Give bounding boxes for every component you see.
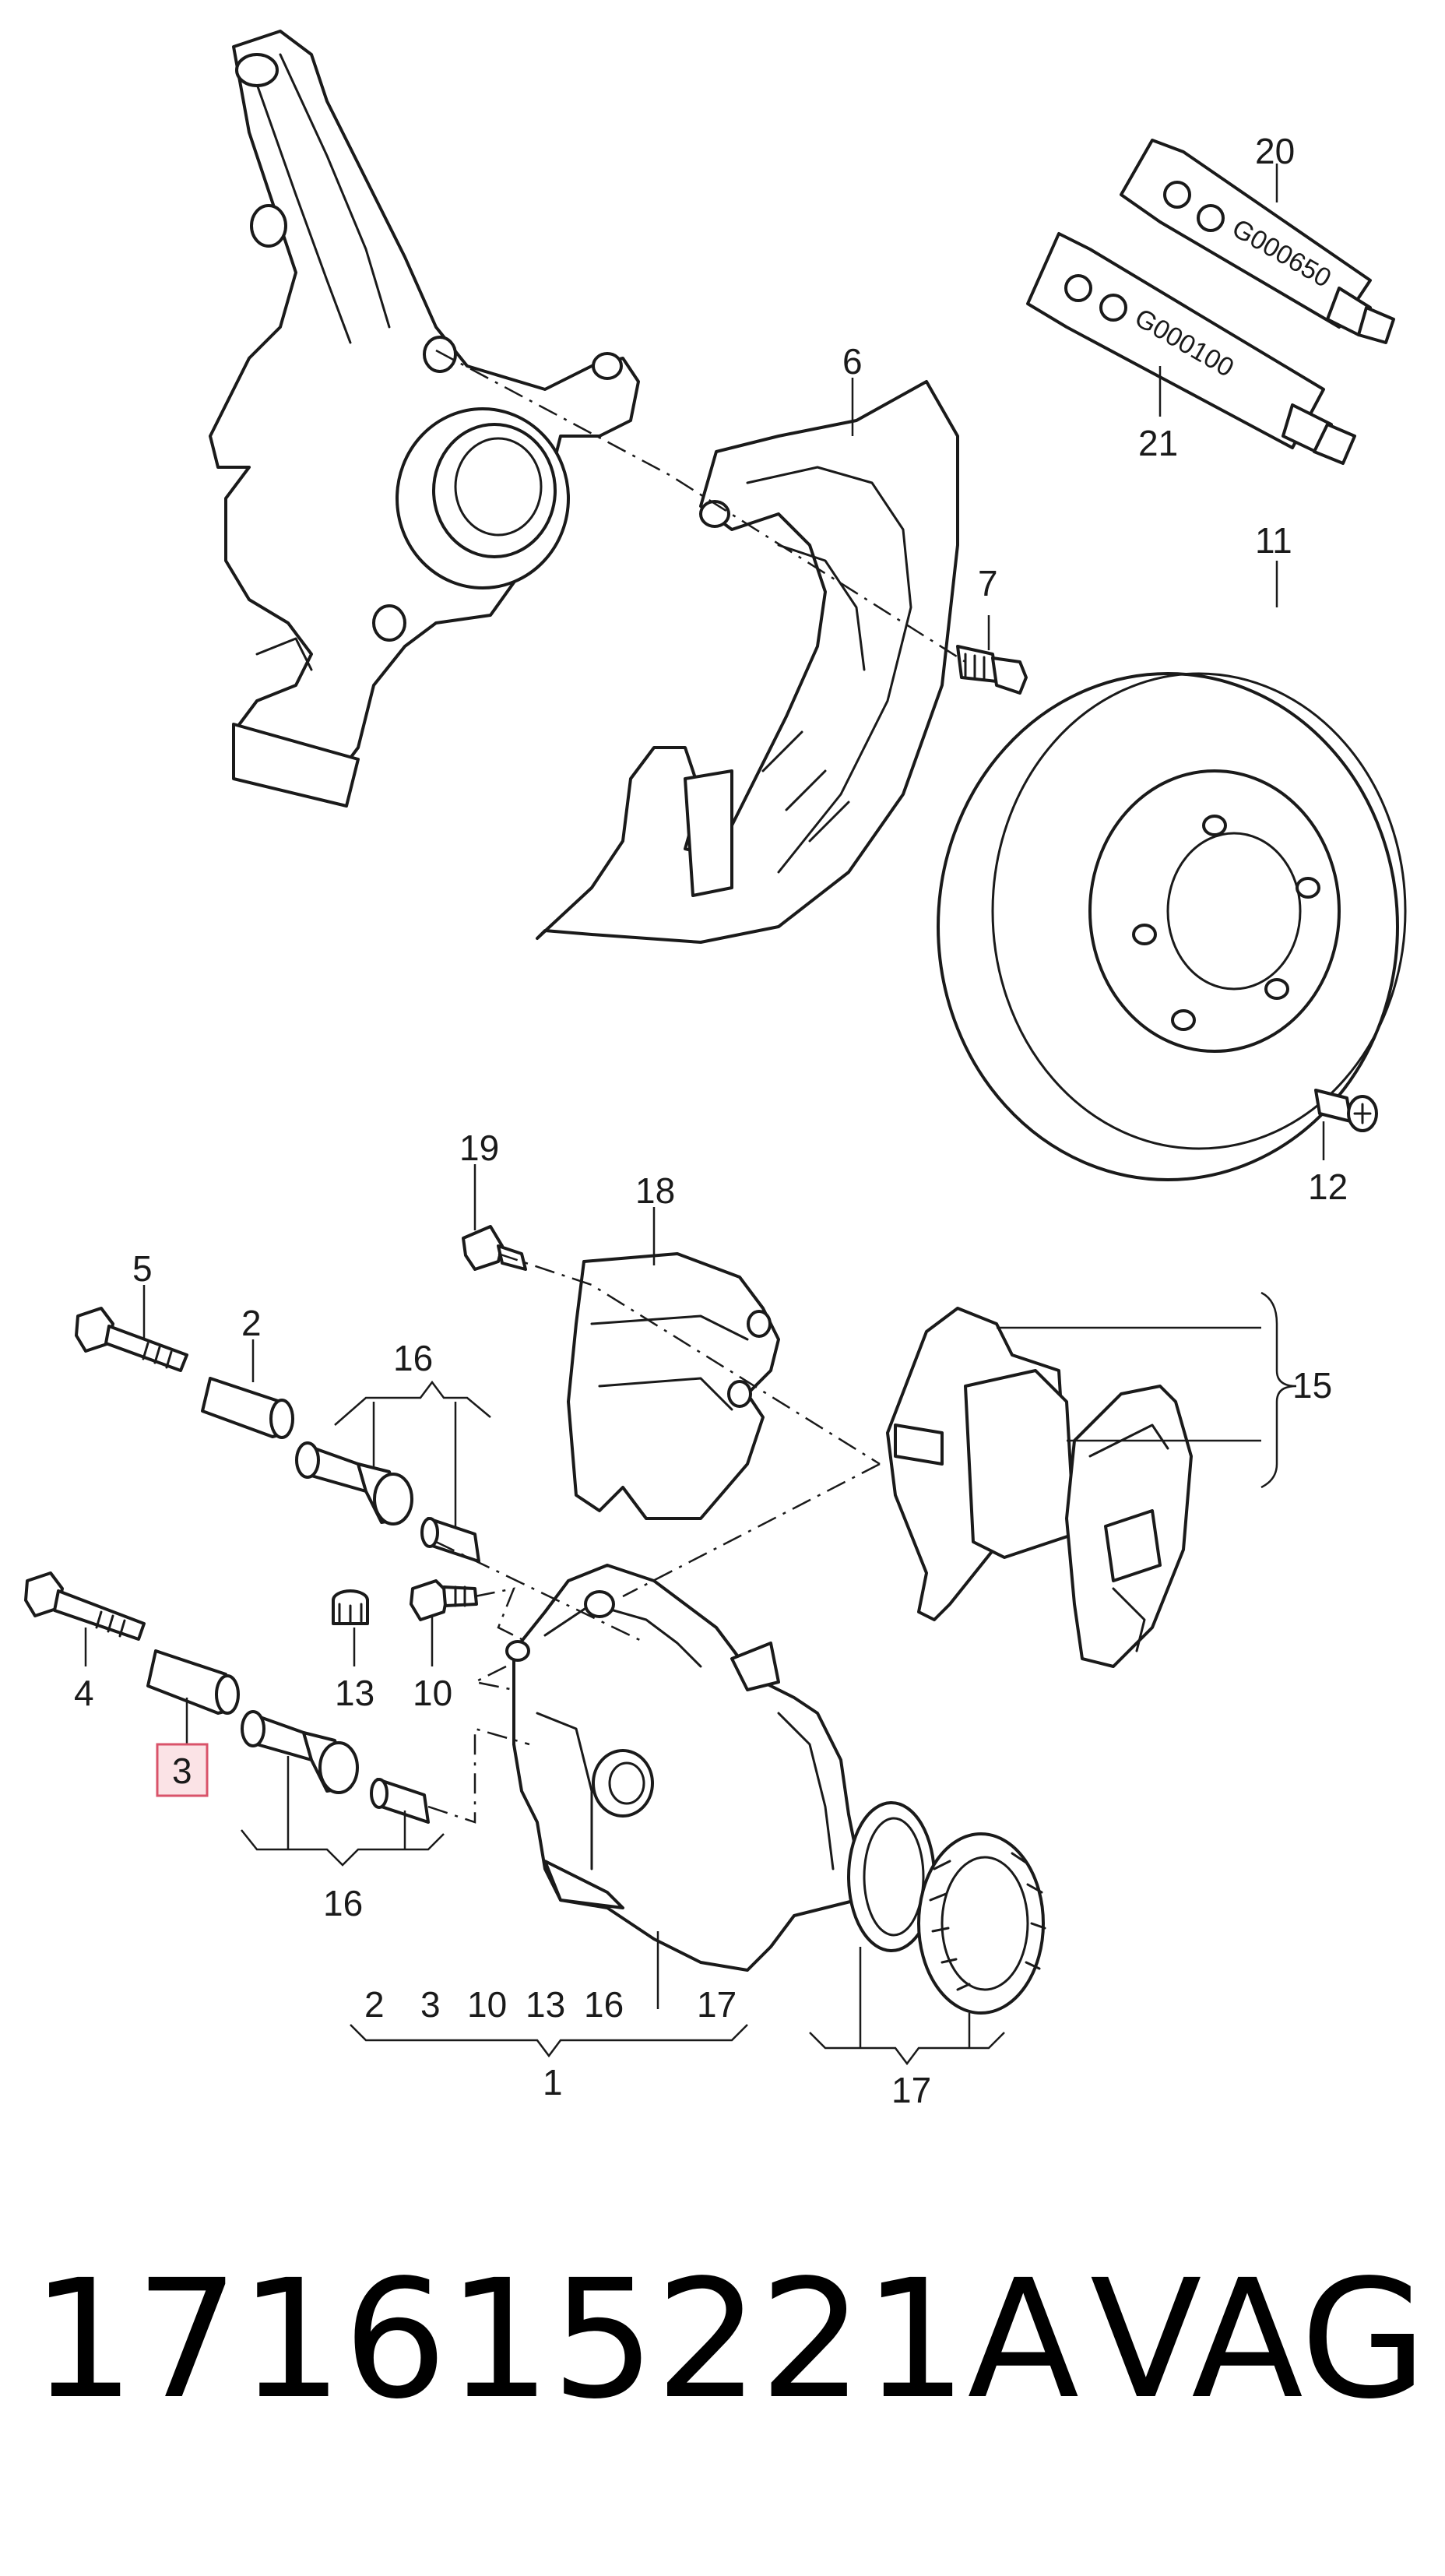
callout-12: 12 <box>1308 1167 1348 1207</box>
callout-4: 4 <box>74 1673 94 1713</box>
bolt-7 <box>956 645 1028 695</box>
steering-knuckle <box>209 30 640 808</box>
callout-labels: 20 21 6 7 11 12 19 18 5 2 16 15 4 3 13 1… <box>74 131 1348 2110</box>
row-3: 3 <box>420 1984 441 2025</box>
row-17: 17 <box>697 1984 737 2025</box>
callout-15: 15 <box>1292 1365 1332 1406</box>
cap-13 <box>332 1589 369 1625</box>
guide-sleeve-2 <box>201 1377 294 1439</box>
callout-16-top: 16 <box>393 1338 433 1378</box>
row-16: 16 <box>584 1984 624 2025</box>
bolt-19 <box>462 1225 527 1271</box>
callout-1: 1 <box>543 2062 563 2103</box>
assembly-lines <box>427 349 966 1824</box>
callout-21: 21 <box>1138 423 1178 463</box>
highlight-box-3 <box>156 1743 209 1797</box>
callout-2: 2 <box>241 1303 262 1343</box>
callout-19: 19 <box>459 1128 499 1168</box>
grease-tube-21: G000100 <box>1026 232 1356 465</box>
brake-disc <box>937 672 1407 1181</box>
callout-7: 7 <box>978 563 998 604</box>
row-13: 13 <box>526 1984 565 2025</box>
callout-16-bottom: 16 <box>323 1883 363 1923</box>
callout-20: 20 <box>1255 131 1295 171</box>
screw-12 <box>1314 1089 1378 1132</box>
callout-6: 6 <box>842 341 863 382</box>
row-2: 2 <box>364 1984 385 2025</box>
brand-name: VAG <box>1090 2244 1427 2435</box>
guide-pin-16-top <box>295 1441 480 1563</box>
brake-pads-15 <box>886 1307 1193 1668</box>
dust-shield-18 <box>567 1252 780 1520</box>
row-10: 10 <box>467 1984 507 2025</box>
callout-18: 18 <box>635 1170 675 1211</box>
guide-pin-16-bottom <box>241 1710 430 1824</box>
guide-sleeve-3 <box>146 1649 240 1715</box>
part-number: 171615221A <box>31 2244 1080 2435</box>
bolt-4 <box>24 1571 146 1641</box>
callout-10: 10 <box>413 1673 452 1713</box>
callout-11: 11 <box>1255 520 1292 561</box>
bleeder-valve-10 <box>410 1579 478 1621</box>
callout-17-seals: 17 <box>891 2070 931 2110</box>
splash-shield <box>536 380 959 944</box>
seal-kit-17 <box>847 1801 1046 2015</box>
bolt-5 <box>75 1307 188 1372</box>
callout-13: 13 <box>335 1673 374 1713</box>
callout-3: 3 <box>172 1751 192 1791</box>
callout-5: 5 <box>132 1248 153 1289</box>
caliper-body <box>505 1564 874 1972</box>
leader-lines <box>84 164 1325 2066</box>
